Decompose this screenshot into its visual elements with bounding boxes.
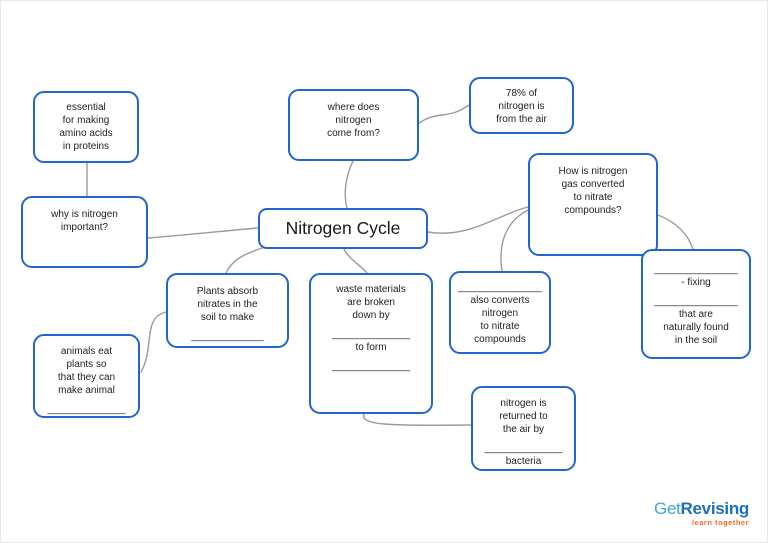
text-line: are broken [347, 297, 395, 308]
text-line: where does [327, 102, 380, 113]
getrevising-wordmark: GetRevising [654, 500, 749, 517]
text-line: returned to [499, 411, 548, 422]
node-essential-amino-acids[interactable]: essential for making amino acids in protein… [33, 91, 139, 163]
text-line: bacteria [505, 456, 542, 467]
text-line: ______________ [484, 443, 563, 454]
logo-tagline: learn together [691, 517, 749, 527]
text-line: - fixing [681, 277, 711, 288]
text-line: nitrogen is [498, 101, 545, 112]
node-plants-absorb-nitrates[interactable]: Plants absorb nitrates in the soil to make… [166, 273, 289, 348]
text-line: plants so [66, 359, 107, 370]
text-line: amino acids [59, 128, 113, 139]
text-line: ______________ [332, 329, 410, 340]
text-line: ______________ [332, 361, 410, 372]
text-line: why is nitrogen [51, 209, 118, 220]
text-line: animals eat [60, 346, 113, 357]
node-blank-fixing[interactable]: _______________ - fixing _______________th… [641, 249, 751, 359]
text-line: nitrogen [481, 308, 519, 319]
node-where-does-nitrogen-come-from[interactable]: where does nitrogen come from? [288, 89, 419, 161]
text-line: important? [60, 222, 109, 233]
text-line: _______________ [458, 282, 542, 293]
text-line: nitrogen is [500, 398, 547, 409]
text-line: nitrogen [335, 115, 372, 126]
nitrogen-cycle-label: Nitrogen Cycle [285, 218, 401, 238]
text-line: from the air [496, 114, 547, 125]
text-line: compounds [474, 334, 526, 345]
connector-center-plants [225, 247, 263, 274]
connector-how-also [500, 209, 529, 272]
text-line: also converts [470, 295, 530, 306]
text-line: for making [62, 115, 110, 126]
text-line: that are [679, 309, 713, 320]
text-line: the air by [502, 424, 545, 435]
text-line: waste materials [336, 284, 406, 295]
text-line: that they can [57, 372, 116, 383]
text-line: compounds? [564, 205, 622, 216]
connector-plants-animals [140, 311, 167, 373]
node-how-is-nitrogen-converted[interactable]: How is nitrogen gas converted to nitrate co… [528, 153, 658, 256]
text-line: naturally found [663, 322, 729, 333]
text-line: down by [352, 310, 390, 321]
text-line: How is nitrogen [558, 166, 628, 177]
getrevising-logo[interactable]: GetRevising learn together [654, 500, 749, 527]
connector-why-center [147, 227, 259, 239]
text-line: to nitrate [573, 192, 613, 203]
connector-where-center [344, 160, 354, 209]
text-line: gas converted [561, 179, 625, 190]
node-nitrogen-cycle-title[interactable]: Nitrogen Cycle [258, 208, 428, 249]
node-animals-eat-plants[interactable]: animals eat plants so that they can make an… [33, 334, 140, 418]
text-line: in proteins [62, 141, 110, 152]
text-line: _______________ [654, 296, 738, 307]
text-line: 78% of [505, 88, 538, 99]
text-line: to nitrate [480, 321, 520, 332]
node-waste-materials-broken-down[interactable]: waste materials are broken down by ________… [309, 273, 433, 414]
connector-center-how [427, 206, 529, 234]
node-78-percent-from-air[interactable]: 78% of nitrogen is from the air [469, 77, 574, 134]
text-line: nitrates in the [197, 299, 258, 310]
connector-waste-returned [362, 413, 472, 426]
text-line: _______________ [654, 264, 738, 275]
text-line: make animal [58, 385, 115, 396]
node-nitrogen-returned-bacteria[interactable]: nitrogen is returned to the air by ________… [471, 386, 576, 471]
node-why-is-nitrogen-important[interactable]: why is nitrogen important? [21, 196, 148, 268]
connector-how-fixing [657, 214, 694, 250]
text-line: soil to make [200, 312, 255, 323]
text-line: in the soil [674, 335, 718, 346]
text-line: ______________ [47, 404, 126, 415]
text-line: Plants absorb [196, 286, 259, 297]
connector-center-waste [343, 248, 368, 274]
text-line: essential [66, 102, 106, 113]
node-also-converts-nitrogen[interactable]: _______________also converts nitrogen to n… [449, 271, 551, 354]
text-line: to form [355, 342, 387, 353]
text-line: come from? [327, 128, 380, 139]
logo-get-text: Get [654, 498, 681, 518]
text-line: _____________ [191, 331, 264, 342]
connector-where-air78 [418, 104, 470, 124]
logo-revising-text: Revising [680, 498, 750, 518]
